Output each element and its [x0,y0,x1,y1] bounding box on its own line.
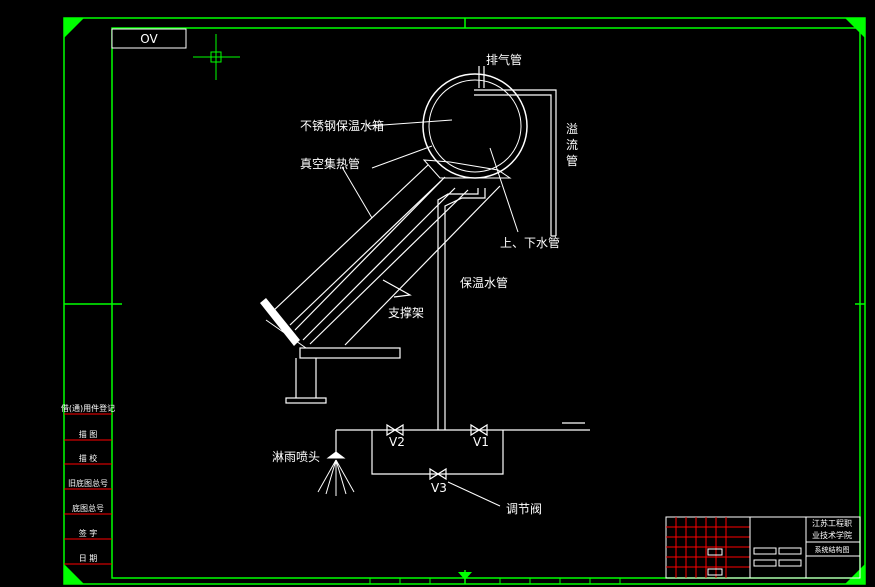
corner-top-left [64,18,84,38]
outer-border [63,17,866,585]
valve-v3-symbol [429,467,447,481]
title-block-grid [666,517,750,578]
valve-v2-symbol [386,423,404,437]
bottom-piping [335,422,590,475]
label-shower: 淋雨喷头 [272,450,320,464]
left-table-row-1: 描 图 [79,429,98,439]
left-table-row-6: 日 期 [79,554,98,563]
corner-bottom-right [845,564,865,584]
center-arrow-bottom [458,572,472,580]
left-register-table: 借(通)用件登记 描 图 描 校 旧底图总号 底图总号 签 字 日 期 [61,403,115,565]
exhaust-pipe [478,66,485,88]
label-overflow-3: 管 [566,153,578,168]
label-exhaust-pipe: 排气管 [486,52,522,67]
leader-lines [341,119,519,507]
left-table-row-0: 借(通)用件登记 [61,403,115,413]
water-tank [422,73,528,179]
viewport-tab-label: OV [140,32,158,46]
label-valve-v3: V3 [431,481,447,495]
valves [386,423,488,481]
title-block: 江苏工程职 业技术学院 系统结构图 [665,516,861,579]
left-table-row-3: 旧底图总号 [68,478,108,488]
support-frame [285,279,412,404]
title-drawing-name: 系统结构图 [815,545,850,554]
label-up-down-pipe: 上、下水管 [500,235,560,250]
label-insulated-pipe: 保温水管 [460,275,508,290]
valve-v1-symbol [470,423,488,437]
tank-collar [422,159,512,179]
tube-end-cap [260,298,307,349]
corner-marks [64,18,865,584]
left-table-row-4: 底图总号 [72,503,104,513]
drawing-frame [63,17,866,585]
zone-ticks [369,578,621,584]
ucs-crosshair-icon [193,34,240,80]
insulated-water-pipe [437,188,486,430]
label-tank: 不锈钢保温水箱 [300,118,384,133]
overflow-pipe [474,89,557,237]
inner-border [111,27,861,579]
left-table-row-5: 签 字 [79,528,98,538]
viewport-tab[interactable]: OV [111,28,187,49]
label-overflow-1: 溢 [566,122,578,136]
corner-top-right [845,18,865,38]
label-overflow-2: 流 [566,138,578,152]
shower-head [317,451,355,496]
title-school-line-1: 江苏工程职 [812,518,852,528]
vacuum-tubes [271,164,501,346]
viewport-tab-box [111,28,187,49]
corner-bottom-left [64,564,84,584]
title-school-line-2: 业技术学院 [812,530,852,540]
label-valve-v1: V1 [473,435,489,449]
label-regulating-valve: 调节阀 [506,502,542,516]
label-valve-v2: V2 [389,435,405,449]
label-support: 支撑架 [388,305,424,320]
left-table-row-2: 描 校 [79,453,98,463]
label-vacuum-tube: 真空集热管 [300,156,360,171]
tank-inner [428,79,522,173]
